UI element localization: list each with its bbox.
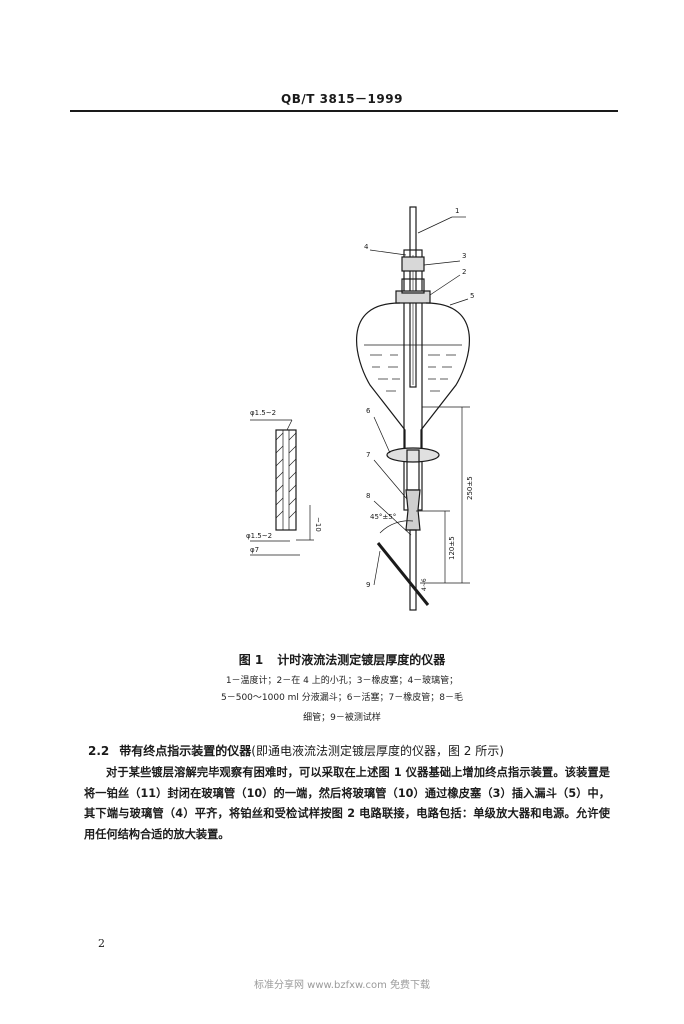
- callout-8: 8: [366, 492, 370, 500]
- header-rule: [70, 110, 618, 112]
- watermark: 标准分享网 www.bzfxw.com 免费下载: [254, 980, 430, 991]
- section-heading: 2.2 带有终点指示装置的仪器(即通电液流法测定镀层厚度的仪器，图 2 所示): [88, 742, 628, 759]
- section-body: 对于某些镀层溶解完毕观察有困难时，可以采取在上述图 1 仪器基础上增加终点指示装…: [84, 766, 610, 841]
- dim-height-short: 120±5: [448, 536, 456, 560]
- figure-title: 计时液流法测定镀层厚度的仪器: [277, 653, 446, 667]
- funnel-stopper: [395, 290, 431, 304]
- callout-2: 2: [462, 268, 466, 276]
- callout-4: 4: [364, 243, 369, 251]
- separatory-funnel: [356, 302, 470, 450]
- figure-legend-line-3: 细管；9－被测试样: [303, 713, 381, 723]
- figure-legend-line-2: 5－500～1000 ml 分液漏斗；6－活塞；7－橡皮管；8－毛: [221, 693, 463, 703]
- section-title: 带有终点指示装置的仪器: [119, 744, 252, 758]
- callout-3: 3: [462, 252, 466, 260]
- capillary-detail: [275, 429, 297, 531]
- callout-1: 1: [455, 207, 459, 215]
- dim-angle: 45°±5°: [370, 513, 396, 521]
- page-number: 2: [98, 937, 105, 950]
- figure-legend-line-1: 1－温度计；2－在 4 上的小孔；3－橡皮塞；4－玻璃管；: [225, 676, 459, 686]
- apparatus-figure: 1 4 3 2 5 6 7 8 9 φ1.5~2 φ1.5~2 φ7 ~10 2…: [230, 195, 500, 620]
- section-number: 2.2: [88, 744, 110, 758]
- dim-tube-top: φ1.5~2: [250, 409, 276, 417]
- dim-height-long: 250±5: [466, 476, 474, 500]
- dim-gap: 4~6: [421, 578, 428, 591]
- stopcock: [386, 447, 440, 463]
- rubber-hose: [405, 489, 421, 531]
- figure-number: 图 1: [238, 653, 264, 667]
- rubber-stopper-upper: [401, 256, 425, 272]
- dim-tube-bottom: φ1.5~2: [246, 532, 272, 540]
- callout-9: 9: [366, 581, 370, 589]
- callout-7: 7: [366, 451, 370, 459]
- standard-code: QB/T 3815－1999: [281, 92, 403, 106]
- dim-outer: φ7: [250, 546, 259, 554]
- section-title-note: (即通电液流法测定镀层厚度的仪器，图 2 所示): [251, 744, 504, 758]
- test-specimen: [376, 542, 430, 606]
- callout-6: 6: [366, 407, 371, 415]
- capillary-tube: [409, 529, 417, 611]
- apparatus-diagram: 1 4 3 2 5 6 7 8 9 φ1.5~2 φ1.5~2 φ7 ~10 2…: [246, 206, 474, 611]
- dim-tip: ~10: [314, 517, 322, 532]
- figure-caption: 图 1 计时液流法测定镀层厚度的仪器: [0, 651, 684, 668]
- callout-5: 5: [470, 292, 474, 300]
